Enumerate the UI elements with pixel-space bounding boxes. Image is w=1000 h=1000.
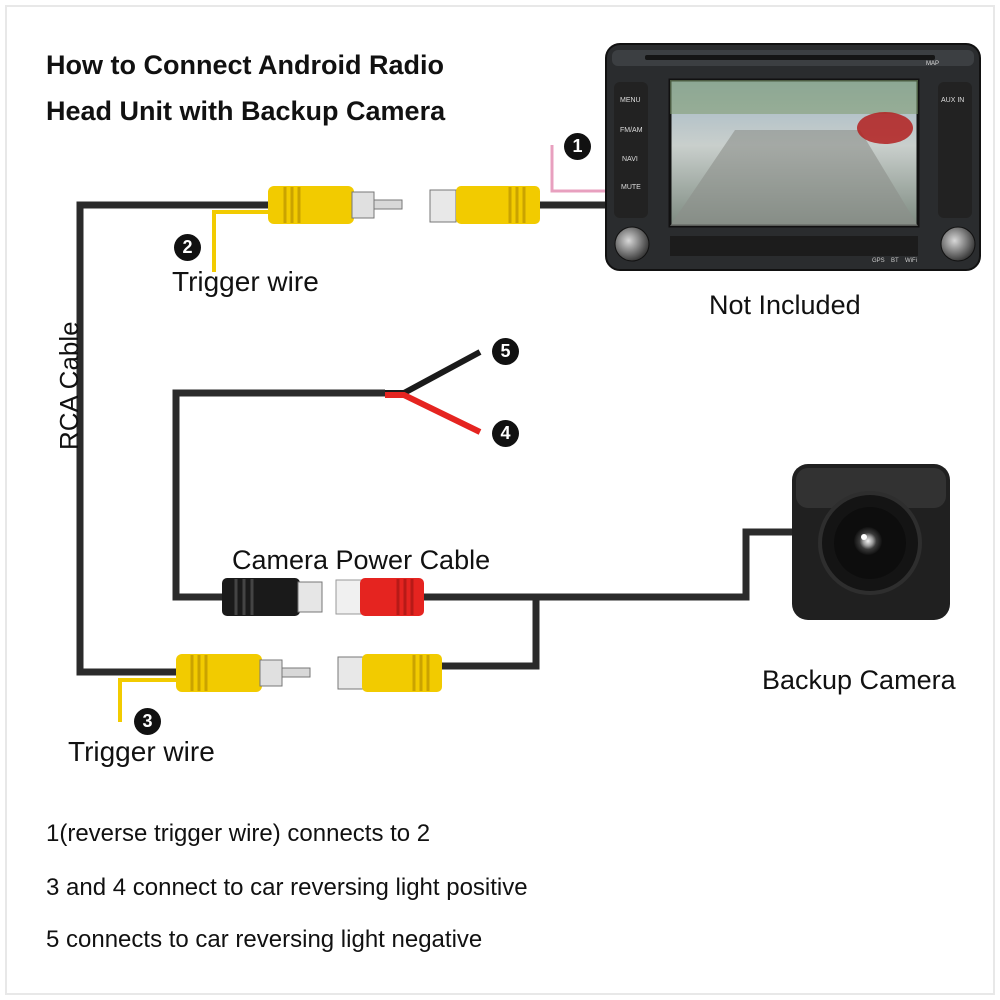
note-line-3: 5 connects to car reversing light negati… — [46, 926, 483, 953]
rca-female-bottom — [337, 654, 442, 692]
camera-video-branch — [440, 597, 540, 670]
rca-female-top — [429, 186, 540, 224]
power-connector-red — [335, 578, 424, 616]
trigger-wire-head-unit — [550, 145, 612, 193]
rca-cable-label: RCA Cable — [54, 321, 84, 450]
note-line-1: 1(reverse trigger wire) connects to 2 — [46, 820, 431, 847]
camera-main-lead — [422, 528, 795, 601]
rca-male-bottom — [176, 654, 311, 692]
power-cable-loop — [172, 389, 385, 601]
hu-btn-aux: AUX IN — [941, 97, 965, 104]
hu-btn-menu: MENU — [620, 97, 641, 104]
hu-btn-fmam: FM/AM — [620, 127, 643, 134]
note-line-2: 3 and 4 connect to car reversing light p… — [46, 874, 528, 901]
power-connector-black — [222, 578, 323, 616]
tune-knob-icon — [940, 226, 976, 262]
backup-camera-illustration — [792, 464, 950, 620]
head-unit-illustration — [605, 43, 981, 271]
hu-btn-mute: MUTE — [621, 184, 641, 191]
marker-3: 3 — [134, 708, 161, 735]
camera-lens-icon — [854, 527, 882, 555]
trigger-wire-top-label: Trigger wire — [172, 266, 319, 297]
trigger-wire-bottom — [118, 678, 190, 722]
hu-btn-navi: NAVI — [622, 156, 638, 163]
not-included-label: Not Included — [709, 290, 861, 320]
hu-tag-bt: BT — [891, 258, 899, 264]
camera-power-cable-label: Camera Power Cable — [232, 545, 491, 575]
volume-knob-icon — [614, 226, 650, 262]
power-positive-wire — [385, 392, 482, 435]
hu-tag-wifi: WiFi — [905, 258, 917, 264]
page-title-line1: How to Connect Android Radio — [46, 50, 444, 80]
rca-cable-left-run — [76, 201, 276, 676]
trigger-wire-bottom-label: Trigger wire — [68, 736, 215, 767]
page-title-line2: Head Unit with Backup Camera — [46, 96, 446, 126]
marker-2: 2 — [174, 234, 201, 261]
disc-slot — [645, 55, 935, 60]
backup-camera-label: Backup Camera — [762, 665, 956, 695]
rca-male-top — [268, 186, 403, 224]
marker-4: 4 — [492, 420, 519, 447]
marker-5: 5 — [492, 338, 519, 365]
hu-btn-map: MAP — [926, 61, 940, 67]
frame-border — [5, 5, 995, 995]
hu-tag-gps: GPS — [872, 258, 885, 264]
power-negative-wire — [385, 349, 482, 396]
screen-car-shape — [857, 112, 913, 144]
marker-1: 1 — [564, 133, 591, 160]
